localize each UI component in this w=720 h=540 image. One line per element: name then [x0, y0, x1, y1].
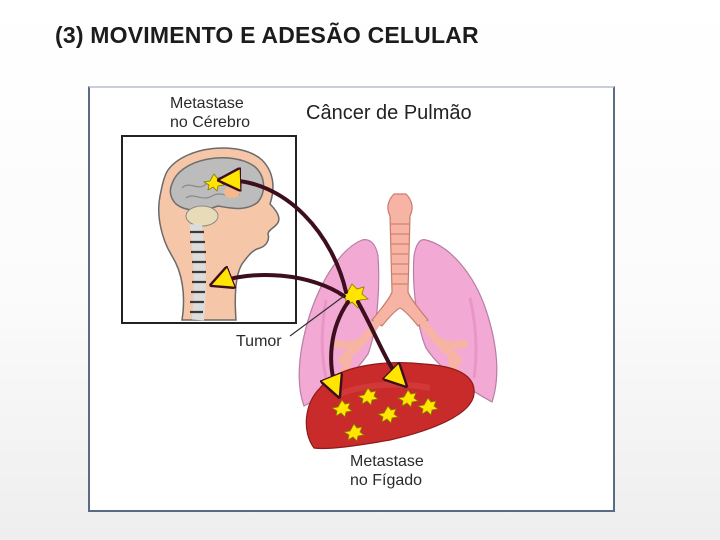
liver-tumor [356, 387, 379, 406]
cerebellum [185, 205, 219, 227]
lung-shading [320, 297, 478, 379]
arrow-to-brain [222, 180, 348, 294]
brain-label-line1: Metastase [170, 95, 244, 112]
diagram-title: Câncer de Pulmão [306, 102, 472, 124]
slide-title: (3) MOVIMENTO E ADESÃO CELULAR [55, 22, 479, 48]
metastasis-arrows [214, 180, 404, 394]
trachea-bronchi [332, 193, 468, 384]
spinal-vertebrae [190, 230, 206, 314]
liver-tumor [330, 399, 353, 418]
tumor-label: Tumor [236, 333, 282, 350]
arrow-to-liver-right [356, 300, 404, 384]
liver-tumor [376, 405, 399, 424]
brain-label-line2: no Cérebro [170, 114, 251, 131]
face-region [224, 186, 240, 198]
arrow-to-neck [214, 275, 346, 298]
liver-metastasis-label: Metastase no Fígado [350, 452, 424, 490]
trachea [371, 193, 429, 327]
diagram-svg [121, 135, 498, 450]
liver-tumor [396, 389, 419, 408]
diagram-frame: Metastase no Cérebro Câncer de Pulmão Tu… [88, 86, 615, 512]
liver-label-line2: no Fígado [350, 472, 423, 489]
liver-tumor [342, 423, 365, 442]
head-inset [121, 135, 297, 324]
trachea-rings [391, 223, 409, 285]
tumors [202, 173, 439, 442]
liver-highlight [334, 381, 431, 399]
liver-label-line1: Metastase [350, 453, 424, 470]
tumor-pointer-line [289, 295, 345, 337]
brain-metastasis-label: Metastase no Cérebro [170, 94, 250, 132]
arrow-to-liver-left [331, 300, 350, 394]
liver-tumor [416, 397, 439, 416]
